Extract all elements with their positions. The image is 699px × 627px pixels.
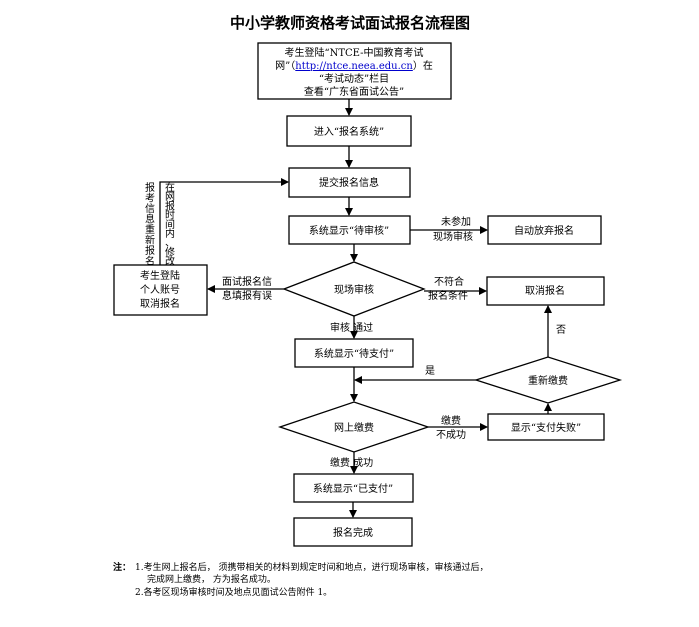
- vertical-label-char: 考: [145, 193, 155, 205]
- label-not-attend-2: 现场审核: [433, 230, 473, 243]
- svg-text:取消报名: 取消报名: [140, 297, 180, 310]
- node-submit-info: 提交报名信息: [288, 167, 411, 198]
- svg-text:网上缴费: 网上缴费: [334, 421, 374, 434]
- vertical-label-char: 间: [165, 218, 175, 231]
- arrow-resubmit-to-submit: [159, 178, 289, 265]
- node-repay: 重新缴费: [473, 356, 623, 404]
- svg-text:现场审核: 现场审核: [334, 283, 374, 296]
- note-1-line2: 完成网上缴费， 方为报名成功。: [147, 573, 276, 585]
- svg-text:进入“报名系统”: 进入“报名系统”: [314, 125, 384, 138]
- svg-text:显示“支付失败”: 显示“支付失败”: [511, 421, 581, 434]
- label-info-error-1: 面试报名信: [222, 275, 272, 288]
- node-login-cancel: 考生登陆 个人账号 取消报名: [113, 264, 208, 316]
- diagram-title: 中小学教师资格考试面试报名流程图: [230, 14, 470, 32]
- vertical-label-char: 报: [145, 244, 155, 257]
- label-review-pass: 审核 通过: [330, 321, 373, 334]
- ntce-link[interactable]: http://ntce.neea.edu.cn: [295, 61, 413, 72]
- label-not-attend-1: 未参加: [441, 215, 471, 228]
- node-enter-system: 进入“报名系统”: [286, 115, 412, 147]
- label-yes: 是: [425, 365, 435, 377]
- node-paid: 系统显示“已支付”: [293, 473, 414, 503]
- vertical-label-char: 重: [145, 223, 155, 236]
- note-2: 2.各考区现场审核时间及地点见面试公告附件 1。: [135, 586, 332, 598]
- node-done: 报名完成: [293, 517, 413, 547]
- vertical-label-char: 内: [165, 227, 175, 240]
- note-1-line1: 1.考生网上报名后， 须携带相关的材料到规定时间和地点，进行现场审核，审核通过后…: [135, 561, 488, 573]
- node-auto-abandon: 自动放弃报名: [487, 215, 602, 245]
- node-cancel-registration: 取消报名: [486, 276, 605, 306]
- svg-text:取消报名: 取消报名: [525, 284, 565, 297]
- svg-text:个人账号: 个人账号: [140, 284, 180, 296]
- node-online-pay: 网上缴费: [277, 401, 431, 453]
- node-pending-review: 系统显示“待审核”: [288, 215, 411, 245]
- svg-text:系统显示“已支付”: 系统显示“已支付”: [313, 482, 393, 495]
- vertical-label-char: 报: [145, 181, 155, 194]
- node-ntce-line4: 查看“广东省面试公告”: [304, 85, 404, 98]
- vertical-label-char: 报: [165, 199, 175, 212]
- node-ntce-line1: 考生登陆“NTCE-中国教育考试: [284, 46, 423, 59]
- vertical-label-char: 名: [145, 255, 155, 268]
- svg-text:系统显示“待审核”: 系统显示“待审核”: [309, 224, 389, 237]
- vertical-label-char: 息: [145, 213, 155, 226]
- svg-text:系统显示“待支付”: 系统显示“待支付”: [314, 347, 394, 360]
- vertical-label-char: 信: [145, 203, 155, 215]
- note-prefix: 注：: [113, 561, 131, 573]
- label-pay-success: 缴费 成功: [330, 456, 373, 469]
- vertical-label-char: 、: [165, 238, 175, 249]
- node-ntce-login: 考生登陆“NTCE-中国教育考试 网”（http://ntce.neea.edu…: [257, 42, 452, 100]
- svg-text:考生登陆: 考生登陆: [140, 269, 180, 282]
- node-pay-fail: 显示“支付失败”: [487, 413, 605, 441]
- node-ntce-line3: “考试动态”栏目: [319, 72, 389, 85]
- label-pay-fail-1: 缴费: [441, 414, 461, 427]
- node-onsite-review: 现场审核: [282, 261, 426, 317]
- vertical-label-char: 在: [165, 182, 175, 194]
- vertical-label-char: 时: [165, 210, 175, 222]
- label-pay-fail-2: 不成功: [436, 429, 466, 441]
- node-ntce-line2: 网”（http://ntce.neea.edu.cn）在: [275, 60, 433, 72]
- label-not-qualified-2: 报名条件: [428, 289, 468, 302]
- vertical-label-char: 改: [165, 255, 175, 268]
- svg-text:报名完成: 报名完成: [333, 526, 373, 539]
- vertical-label-char: 修: [165, 245, 175, 258]
- node-to-pay: 系统显示“待支付”: [294, 338, 414, 368]
- label-no: 否: [556, 324, 566, 336]
- svg-text:重新缴费: 重新缴费: [528, 374, 568, 387]
- svg-text:提交报名信息: 提交报名信息: [319, 176, 379, 189]
- svg-text:自动放弃报名: 自动放弃报名: [514, 224, 574, 237]
- vertical-label-char: 新: [145, 234, 155, 247]
- vertical-label-char: 网: [165, 191, 175, 203]
- label-not-qualified-1: 不符合: [434, 275, 464, 288]
- label-info-error-2: 息填报有误: [222, 289, 272, 302]
